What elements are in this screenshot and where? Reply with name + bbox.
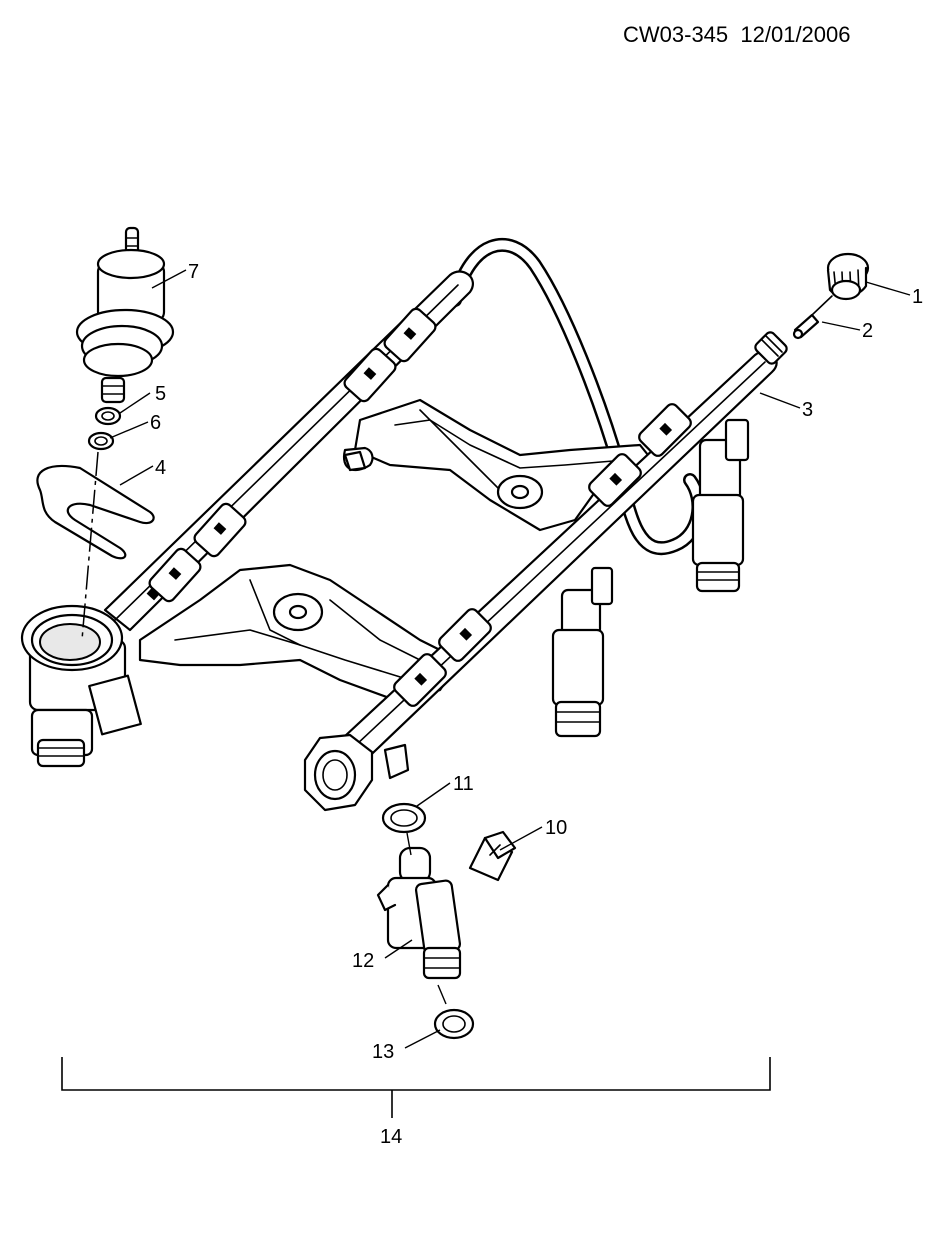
callout-10: 10 [545,817,567,839]
callout-12: 12 [352,950,374,972]
o-ring-13 [433,1008,475,1040]
fuel-rail-front [328,331,788,772]
drawing-header: CW03-345 12/01/2006 [623,22,851,48]
inlet-nut [303,733,410,812]
drawing-id: CW03-345 [623,22,729,47]
callout-6: 6 [150,412,161,434]
fuel-rail-rear [103,270,474,632]
callout-3: 3 [802,399,813,421]
callout-13: 13 [372,1041,394,1063]
callout-7: 7 [188,261,199,283]
leader-lines [109,269,911,1049]
assembly-centerline [81,451,99,641]
o-ring-11 [381,802,427,834]
o-ring-5 [94,406,122,426]
drawing-date: 12/01/2006 [740,22,851,47]
pressure-regulator [75,226,175,404]
assembly-bracket-14 [61,1057,771,1118]
callout-1: 1 [912,286,923,308]
schrader-valve [792,295,833,340]
callout-4: 4 [155,457,166,479]
callout-2: 2 [862,320,873,342]
callout-5: 5 [155,383,166,405]
injector-pod-left [20,604,142,768]
injector-clip-10 [468,830,517,882]
fuel-injector-12 [376,846,462,980]
valve-cap [826,252,870,301]
injector-installed-1 [691,418,750,593]
injector-installed-2 [551,566,614,738]
o-ring-6 [87,431,115,451]
callout-14: 14 [380,1126,402,1148]
callout-11: 11 [453,773,474,795]
retainer-clip-4 [36,464,155,560]
